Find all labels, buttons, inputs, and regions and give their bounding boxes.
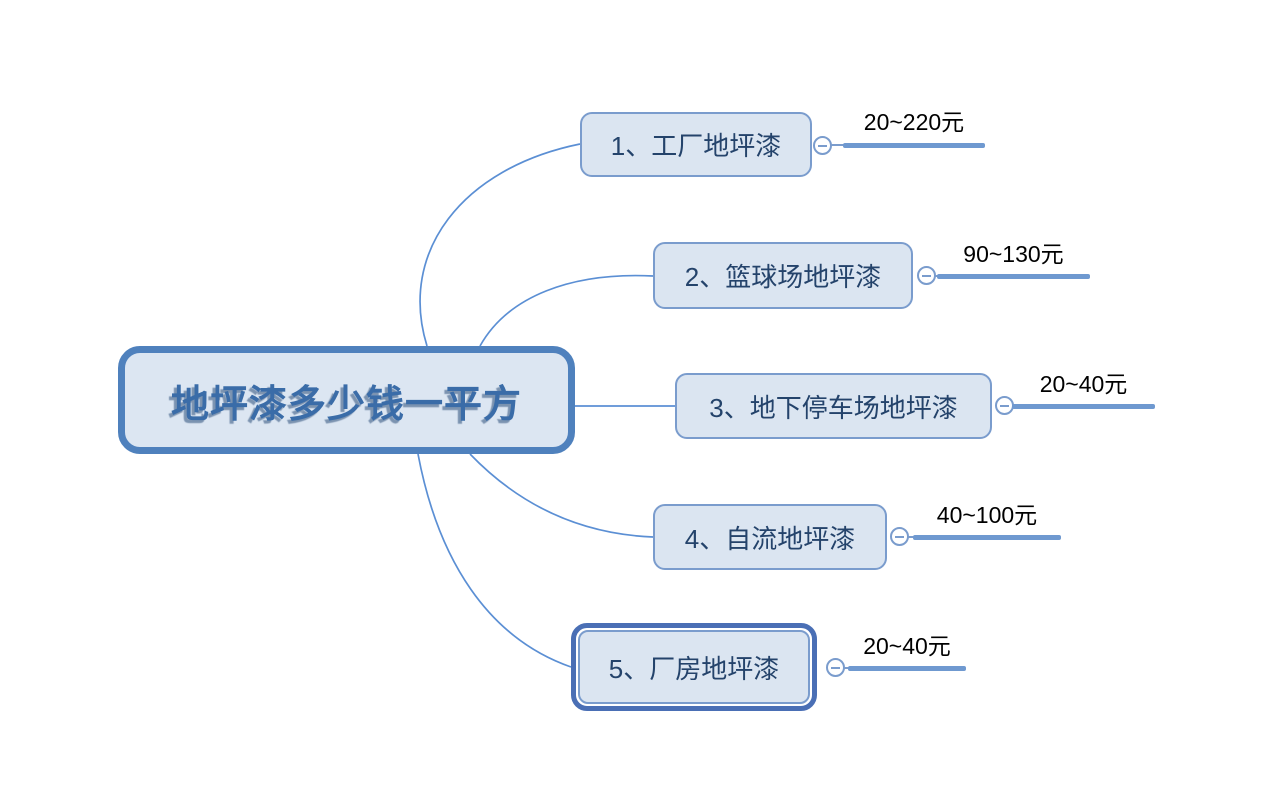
connector-curve-branch2: [479, 274, 654, 347]
price-underline: [913, 535, 1061, 540]
collapse-toggle-icon[interactable]: [917, 266, 936, 285]
connector-curve-branch1: [419, 143, 581, 347]
topic-node-workshop-floor-paint-selected[interactable]: 5、厂房地坪漆: [571, 623, 817, 711]
topic-label: 3、地下停车场地坪漆: [709, 392, 958, 423]
minus-icon: [818, 144, 827, 147]
collapse-toggle-icon[interactable]: [826, 658, 845, 677]
price-underline: [937, 274, 1090, 279]
price-underline: [843, 143, 985, 148]
connector-curve-branch4: [469, 453, 654, 538]
price-topic-workshop[interactable]: 20~40元: [863, 633, 951, 659]
price-topic-self-leveling[interactable]: 40~100元: [936, 502, 1038, 528]
price-underline: [848, 666, 966, 671]
price-topic-factory[interactable]: 20~220元: [863, 109, 965, 135]
minus-icon: [831, 666, 840, 669]
minus-icon: [895, 535, 904, 538]
price-underline: [1012, 404, 1155, 409]
topic-label: 5、厂房地坪漆: [608, 653, 780, 684]
price-topic-basketball[interactable]: 90~130元: [963, 241, 1064, 267]
minus-icon: [922, 274, 931, 277]
topic-label: 4、自流地坪漆: [684, 523, 856, 554]
topic-node-basketball-court-floor-paint[interactable]: 2、篮球场地坪漆: [653, 242, 913, 309]
topic-node-factory-floor-paint[interactable]: 1、工厂地坪漆: [580, 112, 812, 177]
topic-node-self-leveling-floor-paint[interactable]: 4、自流地坪漆: [653, 504, 887, 570]
connector-curve-branch5: [417, 453, 572, 668]
topic-node-inner: 5、厂房地坪漆: [578, 630, 810, 704]
minus-icon: [1000, 404, 1009, 407]
root-topic-node[interactable]: 地坪漆多少钱一平方: [118, 346, 575, 454]
topic-node-underground-parking-floor-paint[interactable]: 3、地下停车场地坪漆: [675, 373, 992, 439]
topic-label: 2、篮球场地坪漆: [684, 262, 882, 292]
topic-label: 1、工厂地坪漆: [610, 131, 782, 161]
collapse-toggle-icon[interactable]: [813, 136, 832, 155]
price-topic-parking[interactable]: 20~40元: [1039, 371, 1128, 397]
root-topic-label: 地坪漆多少钱一平方: [170, 383, 522, 426]
collapse-toggle-icon[interactable]: [890, 527, 909, 546]
